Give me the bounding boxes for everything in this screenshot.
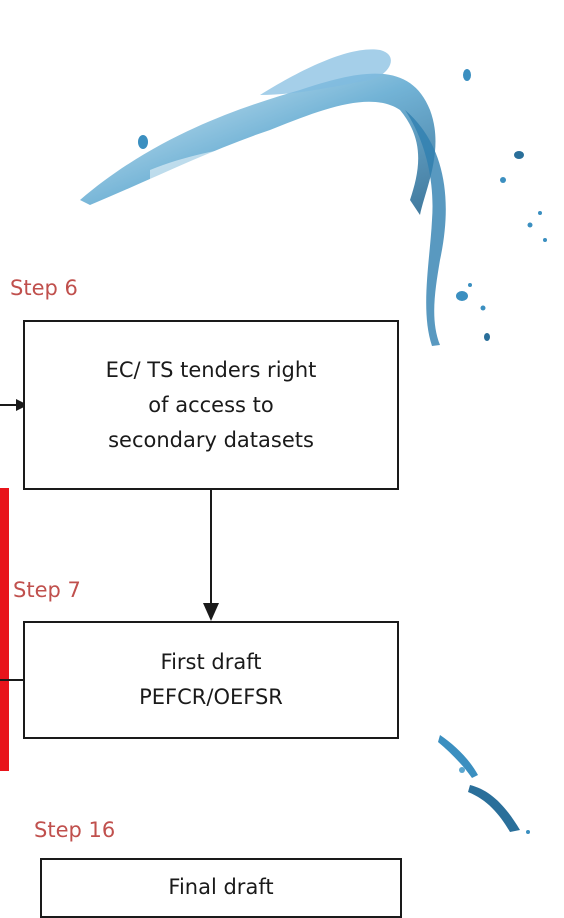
step-7-line-2: PEFCR/OEFSR xyxy=(139,685,283,709)
water-splash-icon xyxy=(80,49,547,834)
step-6-line-1: EC/ TS tenders right xyxy=(105,357,317,382)
step-7-label: Step 7 xyxy=(13,578,81,602)
highlight-bar xyxy=(0,488,9,771)
step-6-label: Step 6 xyxy=(10,276,78,300)
step-7-box: First draft PEFCR/OEFSR xyxy=(23,621,399,739)
step-6-line-3: secondary datasets xyxy=(108,427,314,452)
step-7-line-1: First draft xyxy=(160,650,262,674)
step-16-line-1: Final draft xyxy=(168,875,274,899)
step-16-label: Step 16 xyxy=(34,818,116,842)
step-6-box: EC/ TS tenders right of access to second… xyxy=(23,320,399,490)
flow-connectors xyxy=(0,399,219,681)
step-6-line-2: of access to xyxy=(148,392,274,417)
step-16-box: Final draft xyxy=(40,858,402,918)
